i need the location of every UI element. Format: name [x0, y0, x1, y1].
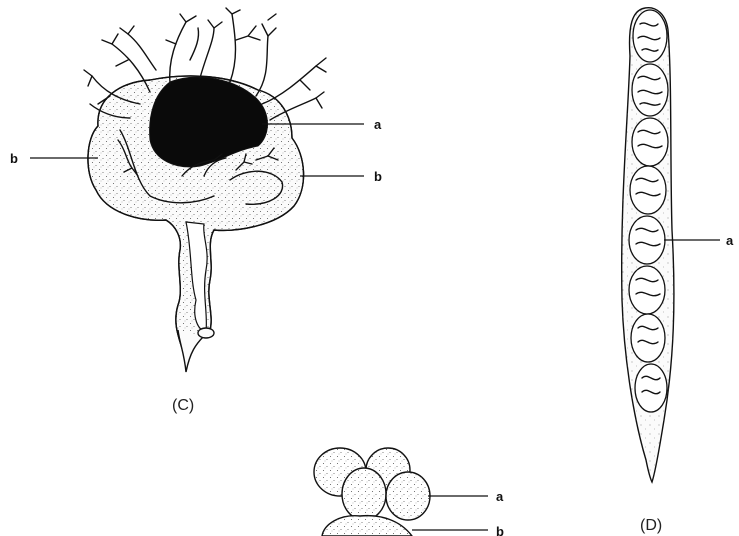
spore	[631, 314, 665, 362]
spore	[629, 266, 665, 314]
panel-d-caption: (D)	[640, 517, 662, 534]
panel-c-drawing	[30, 8, 364, 372]
panel-d-drawing	[622, 8, 720, 482]
spore	[632, 64, 668, 116]
panel-e-label-a: a	[496, 489, 504, 504]
panel-e-cluster	[314, 448, 430, 536]
spore	[629, 216, 665, 264]
spore	[633, 10, 667, 62]
spore	[635, 364, 667, 412]
panel-c-label-b-left: b	[10, 151, 18, 166]
spore	[632, 118, 668, 166]
panel-d-label-a: a	[726, 233, 734, 248]
panel-c-label-a: a	[374, 117, 382, 132]
panel-c-label-b-right: b	[374, 169, 382, 184]
panel-e-drawing	[314, 448, 488, 536]
panel-e-label-b: b	[496, 524, 504, 536]
spore	[630, 166, 666, 214]
panel-c-caption: (C)	[172, 397, 194, 414]
